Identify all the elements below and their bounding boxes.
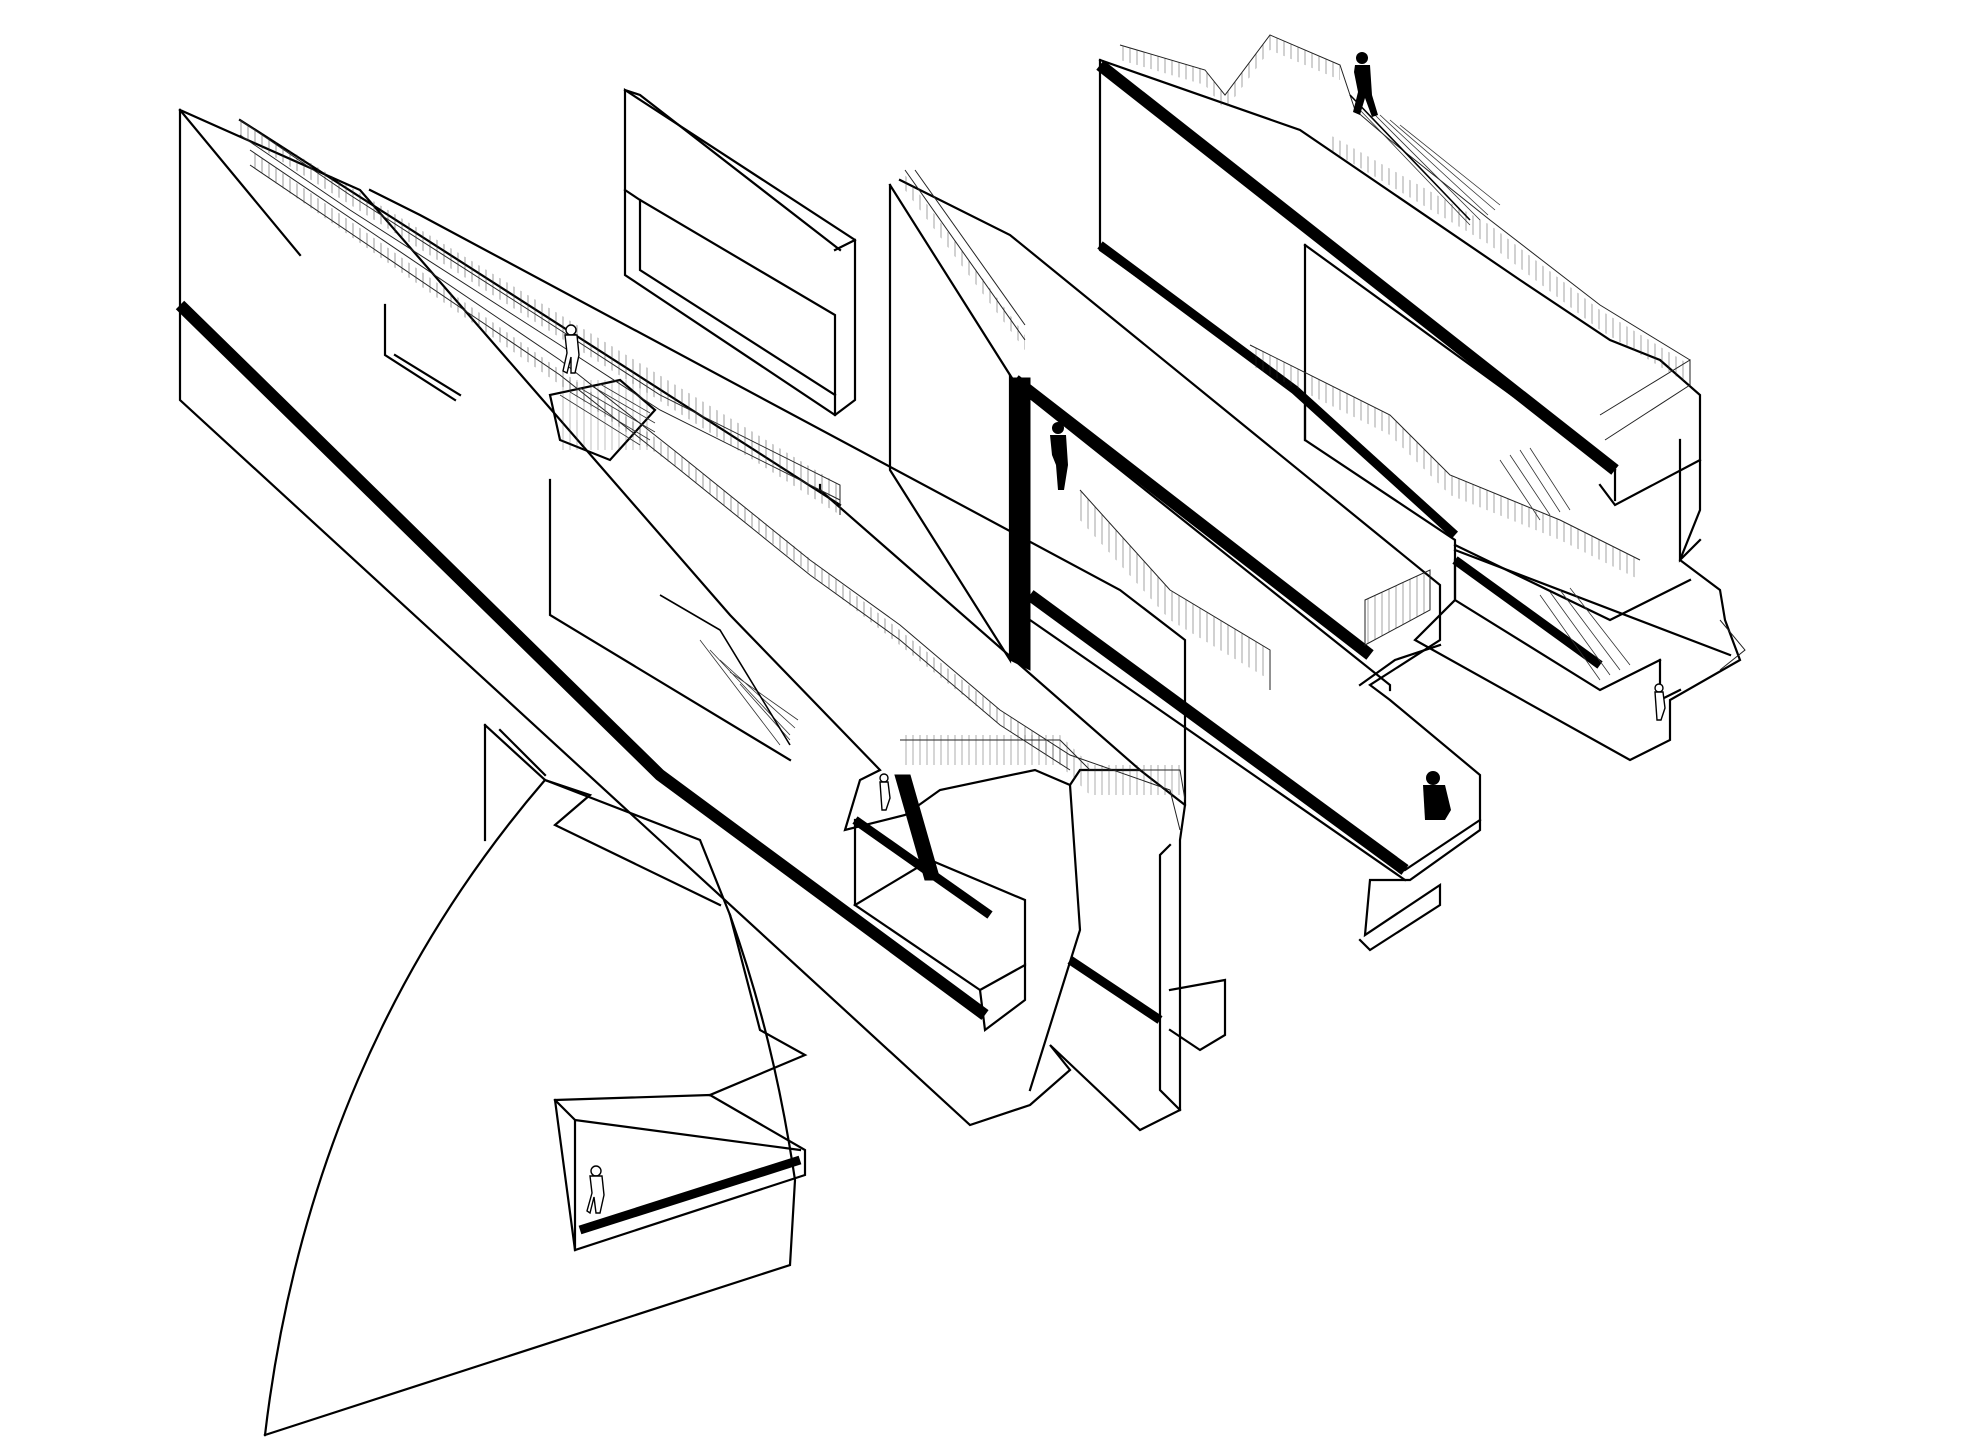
long-ramp-wall <box>175 108 1227 1132</box>
person-figure <box>1353 52 1378 117</box>
person-figure <box>1050 422 1068 490</box>
right-stacked-block <box>1096 34 1746 762</box>
person-figure <box>1654 683 1666 721</box>
upper-floating-panel <box>623 87 857 417</box>
central-framed-block <box>888 169 1482 952</box>
person-figure <box>562 324 580 375</box>
person-figure <box>586 1165 605 1215</box>
person-figure <box>879 773 891 811</box>
lower-fan-wall <box>263 723 808 1437</box>
person-figure <box>1423 771 1451 820</box>
figures <box>562 52 1666 1215</box>
